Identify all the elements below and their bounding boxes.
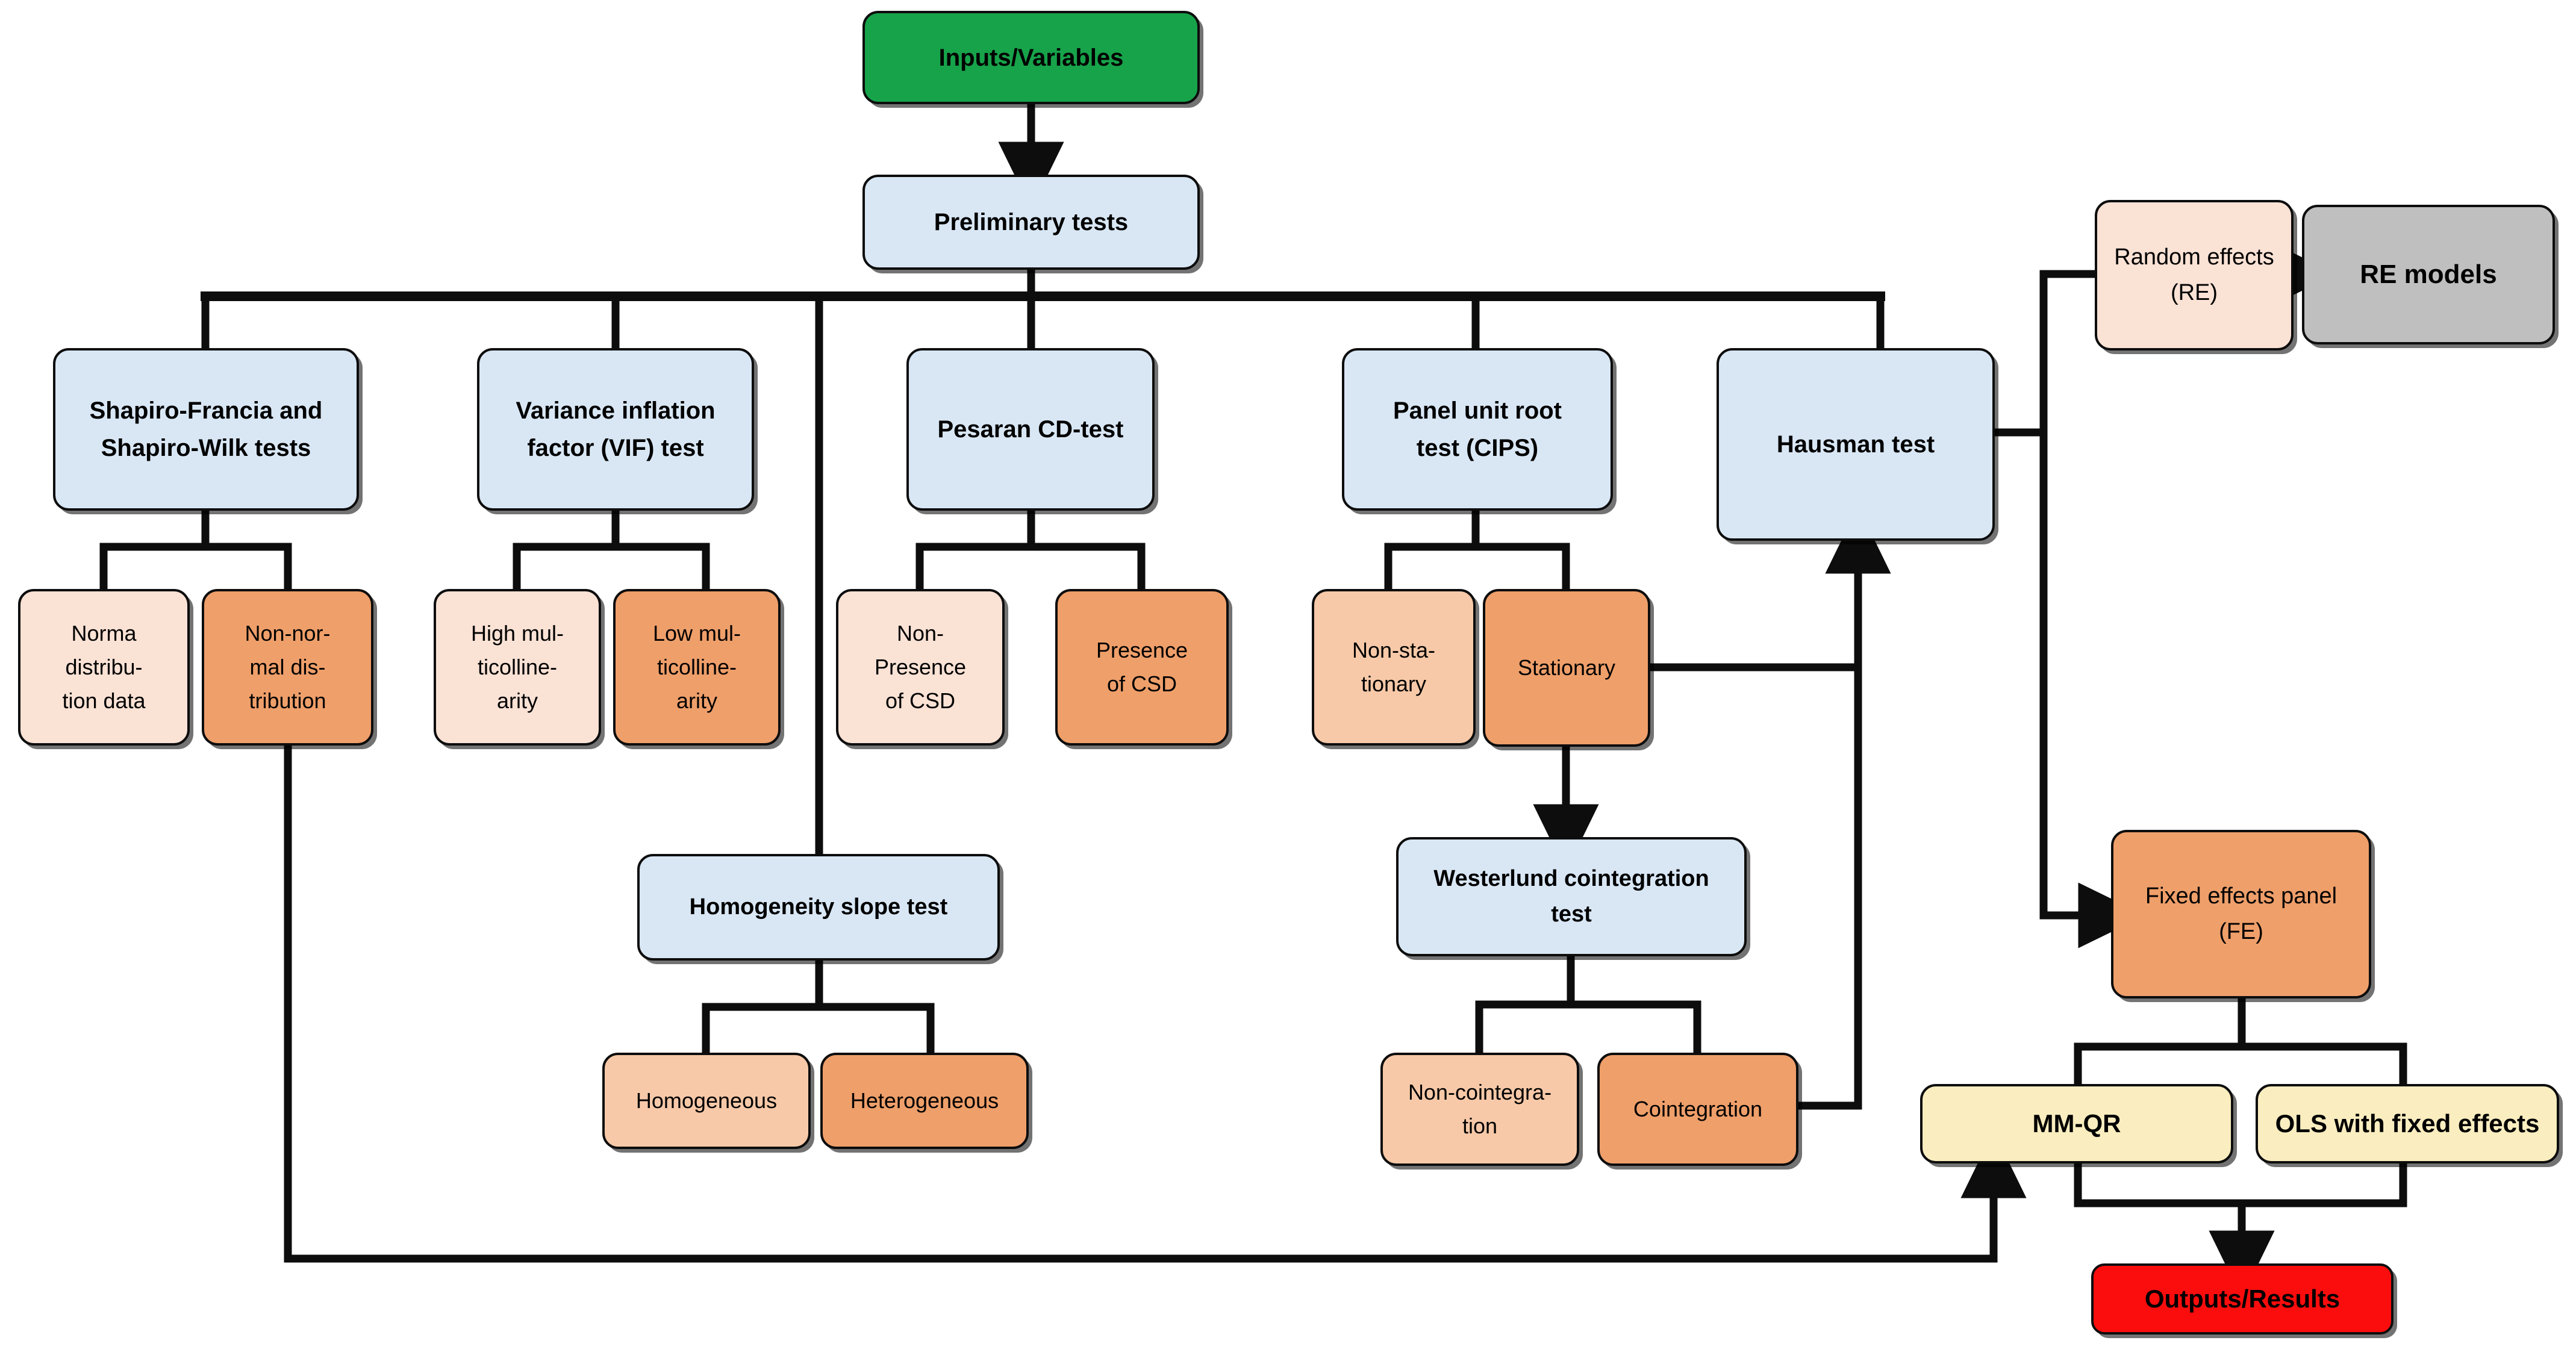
node-pesaran-cd-test-label: Pesaran CD-test [937, 416, 1124, 443]
node-cips-test[interactable]: Panel unit root test (CIPS) [1342, 348, 1613, 511]
node-outputs-results-label: Outputs/Results [2144, 1285, 2341, 1313]
edge-hausman-fixed-effects [2039, 428, 2146, 948]
node-normal-distribution-label: Norma distribu- tion data [62, 621, 146, 713]
node-pesaran-cd-test[interactable]: Pesaran CD-test [906, 348, 1155, 511]
node-mmqr-label: MM-QR [2032, 1109, 2121, 1138]
node-stationary-label: Stationary [1517, 655, 1616, 681]
node-cointegration-label: Cointegration [1633, 1097, 1763, 1122]
node-homogeneity-slope-test-label: Homogeneity slope test [689, 894, 948, 920]
node-presence-csd-label: Presence of CSD [1096, 638, 1188, 696]
edge-hausman-random-effects [2039, 270, 2099, 437]
node-vif-test-label: Variance inflation factor (VIF) test [516, 397, 716, 461]
node-shapiro-tests-label: Shapiro-Francia and Shapiro-Wilk tests [89, 397, 323, 461]
node-re-models[interactable]: RE models [2302, 205, 2555, 344]
edge-coint-hausman [1794, 537, 1862, 1110]
node-random-effects[interactable]: Random effects (RE) [2095, 200, 2294, 350]
node-mmqr[interactable]: MM-QR [1920, 1084, 2233, 1163]
node-high-multicollinearity[interactable]: High mul- ticolline- arity [434, 589, 601, 746]
node-non-stationary[interactable]: Non-sta- tionary [1312, 589, 1476, 746]
node-preliminary-tests[interactable]: Preliminary tests [862, 175, 1200, 270]
node-low-multicollinearity-label: Low mul- ticolline- arity [652, 621, 741, 713]
edge-nonnormal-mmqr [284, 741, 2027, 1263]
node-presence-csd[interactable]: Presence of CSD [1055, 589, 1229, 746]
node-homogeneous[interactable]: Homogeneous [602, 1053, 811, 1149]
node-random-effects-label: Random effects (RE) [2114, 245, 2274, 305]
node-ols-fixed-effects[interactable]: OLS with fixed effects [2256, 1084, 2559, 1163]
node-normal-distribution[interactable]: Norma distribu- tion data [18, 589, 190, 746]
node-vif-test[interactable]: Variance inflation factor (VIF) test [477, 348, 754, 511]
node-westerlund-test-label: Westerlund cointegration test [1433, 866, 1709, 927]
node-heterogeneous-label: Heterogeneous [850, 1088, 999, 1113]
node-stationary[interactable]: Stationary [1483, 589, 1650, 747]
node-inputs[interactable]: Inputs/Variables [862, 11, 1200, 104]
node-non-presence-csd-label: Non- Presence of CSD [874, 621, 967, 713]
node-heterogeneous[interactable]: Heterogeneous [820, 1053, 1029, 1149]
node-fixed-effects-panel-label: Fixed effects panel (FE) [2145, 883, 2337, 944]
node-non-cointegration[interactable]: Non-cointegra- tion [1380, 1053, 1579, 1166]
edge-stationary-hausman [1646, 506, 1891, 671]
node-outputs-results[interactable]: Outputs/Results [2091, 1263, 2394, 1335]
node-preliminary-tests-label: Preliminary tests [934, 209, 1129, 235]
node-low-multicollinearity[interactable]: Low mul- ticolline- arity [613, 589, 781, 746]
node-non-normal-distribution[interactable]: Non-nor- mal dis- tribution [202, 589, 373, 746]
node-non-normal-distribution-label: Non-nor- mal dis- tribution [245, 621, 331, 713]
node-non-presence-csd[interactable]: Non- Presence of CSD [836, 589, 1005, 746]
node-homogeneous-label: Homogeneous [635, 1088, 778, 1113]
node-re-models-label: RE models [2360, 259, 2497, 289]
node-non-cointegration-label: Non-cointegra- tion [1408, 1080, 1552, 1138]
node-non-stationary-label: Non-sta- tionary [1352, 638, 1436, 696]
node-cointegration[interactable]: Cointegration [1597, 1053, 1798, 1166]
node-ols-fixed-effects-label: OLS with fixed effects [2275, 1109, 2540, 1138]
node-high-multicollinearity-label: High mul- ticolline- arity [470, 621, 564, 713]
node-fixed-effects-panel[interactable]: Fixed effects panel (FE) [2111, 830, 2371, 998]
node-cips-test-label: Panel unit root test (CIPS) [1393, 397, 1562, 461]
node-inputs-label: Inputs/Variables [938, 44, 1124, 71]
node-shapiro-tests[interactable]: Shapiro-Francia and Shapiro-Wilk tests [53, 348, 359, 511]
node-homogeneity-slope-test[interactable]: Homogeneity slope test [637, 854, 1000, 961]
node-westerlund-test[interactable]: Westerlund cointegration test [1396, 837, 1747, 956]
node-hausman-test[interactable]: Hausman test [1717, 348, 1995, 541]
node-hausman-test-label: Hausman test [1776, 431, 1935, 458]
